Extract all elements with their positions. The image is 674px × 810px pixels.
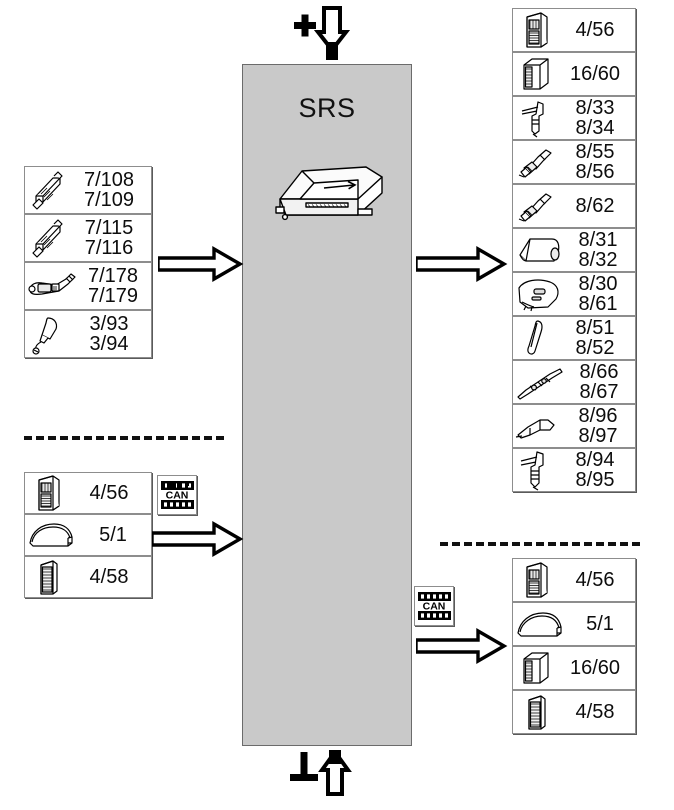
relay-switch-icon [513,53,559,95]
list-item-codes: 8/94 8/95 [575,448,615,491]
list-item-codes: 4/56 [575,568,615,591]
list-item[interactable]: 8/51 8/52 [512,316,636,360]
list-item[interactable]: 8/30 8/61 [512,272,636,316]
list-item-codes: 5/1 [586,612,614,635]
list-item[interactable]: 8/55 8/56 [512,140,636,184]
list-item[interactable]: 8/31 8/32 [512,228,636,272]
list-item[interactable]: 8/96 8/97 [512,404,636,448]
belt-tensioner-icon [513,449,559,491]
instrument-cluster-icon [513,603,569,645]
control-module-icon [25,473,71,513]
list-item-codes: 8/55 8/56 [575,140,615,183]
can-bus-badge-left: CAN [157,475,197,515]
knee-airbag-icon [513,405,565,447]
can-bus-badge-right: CAN [414,586,454,626]
list-item-codes: 4/58 [89,565,129,588]
list-item[interactable]: 4/58 [512,690,636,734]
group-divider-right [440,542,640,546]
seat-belt-buckle-icon [25,311,71,357]
list-item-codes: 8/31 8/32 [578,228,618,271]
list-item[interactable]: 16/60 [512,646,636,690]
list-item-codes: 8/96 8/97 [578,404,618,447]
control-module-icon [513,9,559,51]
list-item[interactable]: 4/56 [24,472,152,514]
side-airbag-icon [513,317,559,359]
srs-control-unit-icon [275,166,383,221]
pyro-actuator-icon [513,141,559,183]
crash-sensor-icon [25,167,71,213]
list-item-codes: 4/58 [575,700,615,723]
list-item[interactable]: 7/178 7/179 [24,262,152,310]
page-title: SRS [298,93,356,123]
power-positive-terminal [292,6,354,62]
list-item[interactable]: 7/115 7/116 [24,214,152,262]
control-module-icon [513,559,559,601]
list-item[interactable]: 4/56 [512,8,636,52]
list-item[interactable]: 8/94 8/95 [512,448,636,492]
belt-tensioner-icon [513,97,559,139]
list-item-codes: 8/33 8/34 [575,96,615,139]
list-item-codes: 7/108 7/109 [83,168,135,211]
can-bus-label: CAN [423,600,446,612]
list-item-codes: 4/56 [89,481,129,504]
list-item-codes: 3/93 3/94 [89,312,129,355]
connector-module-icon [513,691,559,733]
list-item-codes: 8/62 [575,194,615,217]
signal-arrow-left-bottom [152,521,244,557]
list-item-codes: 7/178 7/179 [87,264,139,307]
driver-airbag-icon [513,273,565,315]
crash-sensor-icon [25,215,71,261]
airbag-module-icon [513,229,565,271]
list-item[interactable]: 3/93 3/94 [24,310,152,358]
list-item[interactable]: 4/56 [512,558,636,602]
group-divider-left [24,436,224,440]
list-item-codes: 16/60 [569,62,621,85]
signal-arrow-left-top [158,246,244,282]
list-item-codes: 8/66 8/67 [579,360,619,403]
pyro-actuator-icon [513,185,559,227]
list-item-codes: 4/56 [575,18,615,41]
list-item-codes: 8/51 8/52 [575,316,615,359]
list-item-codes: 8/30 8/61 [578,272,618,315]
connector-module-icon [25,557,71,597]
list-item[interactable]: 5/1 [512,602,636,646]
list-item[interactable]: 8/62 [512,184,636,228]
signal-arrow-right-bottom [416,628,508,664]
signal-arrow-right-top [416,246,508,282]
list-item-codes: 5/1 [99,523,127,546]
list-item[interactable]: 5/1 [24,514,152,556]
curtain-airbag-icon [513,361,567,403]
srs-control-unit-block: SRS [242,64,412,746]
can-bus-label: CAN [166,489,189,501]
list-item[interactable]: 4/58 [24,556,152,598]
ground-terminal [288,750,354,804]
list-item[interactable]: 8/66 8/67 [512,360,636,404]
list-item[interactable]: 7/108 7/109 [24,166,152,214]
list-item-codes: 7/115 7/116 [84,216,134,259]
list-item[interactable]: 8/33 8/34 [512,96,636,140]
seat-occupancy-mat-icon [25,263,79,309]
list-item-codes: 16/60 [569,656,621,679]
instrument-cluster-icon [25,515,79,555]
relay-switch-icon [513,647,559,689]
list-item[interactable]: 16/60 [512,52,636,96]
